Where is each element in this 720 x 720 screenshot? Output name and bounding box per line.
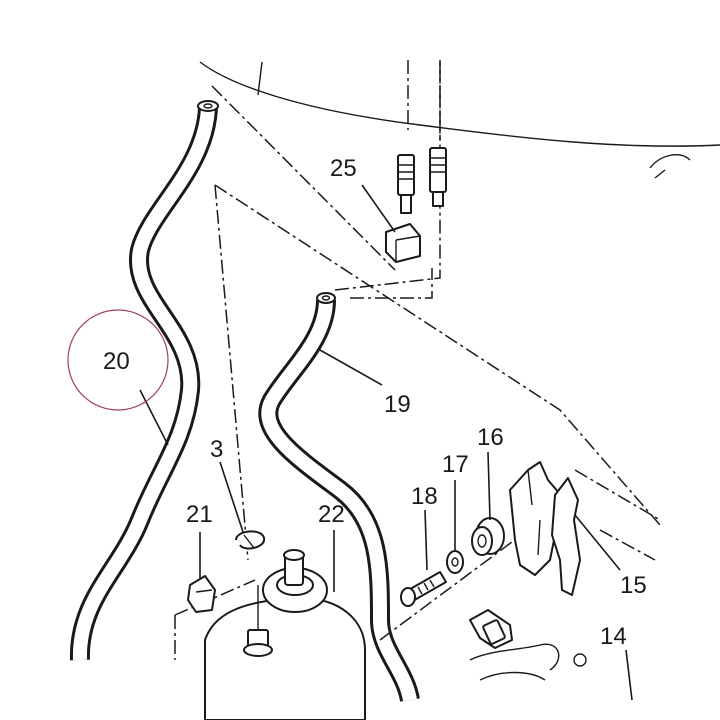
callout-labels: 25 20 19 3 16 17 18 21 22 15 14 xyxy=(103,155,647,650)
highlight-ring-20 xyxy=(67,309,169,411)
callout-22[interactable]: 22 xyxy=(318,501,345,528)
hose-20[interactable] xyxy=(69,100,219,661)
callout-16[interactable]: 16 xyxy=(477,424,504,451)
bolt-18[interactable] xyxy=(400,571,447,607)
clamp-25[interactable] xyxy=(385,223,421,263)
callout-17[interactable]: 17 xyxy=(442,451,469,478)
callout-19[interactable]: 19 xyxy=(384,391,411,418)
leader-lines xyxy=(139,184,633,701)
callout-15[interactable]: 15 xyxy=(620,572,647,599)
reservoir-22[interactable] xyxy=(204,549,366,720)
callout-21[interactable]: 21 xyxy=(186,501,213,528)
assembly-lines xyxy=(174,60,661,660)
callout-18[interactable]: 18 xyxy=(411,483,438,510)
bracket-15[interactable] xyxy=(509,461,581,596)
grommet-16[interactable] xyxy=(471,517,505,556)
component-14[interactable] xyxy=(469,609,587,681)
callout-3[interactable]: 3 xyxy=(210,436,223,463)
callout-20[interactable]: 20 xyxy=(103,348,130,375)
washer-17[interactable] xyxy=(446,550,464,574)
tank-body-outline xyxy=(199,61,720,179)
fitting-pair[interactable] xyxy=(397,147,447,214)
clamp-21[interactable] xyxy=(187,575,216,613)
hose-19[interactable] xyxy=(258,292,420,703)
callout-25[interactable]: 25 xyxy=(330,155,357,182)
callout-14[interactable]: 14 xyxy=(600,623,627,650)
clip-3[interactable] xyxy=(235,530,266,550)
